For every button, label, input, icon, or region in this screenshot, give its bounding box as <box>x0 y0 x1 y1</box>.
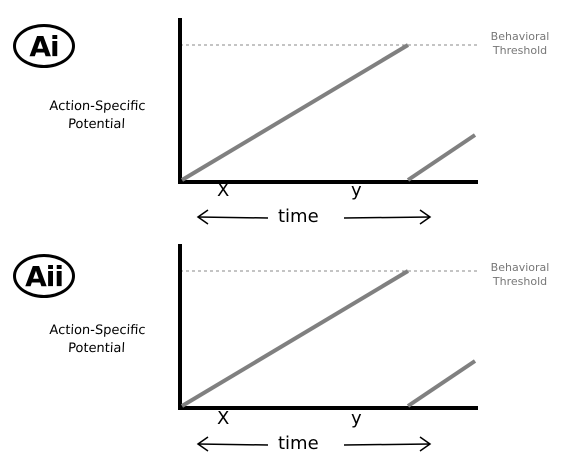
ramp-line-main <box>180 269 410 408</box>
threshold-label-line1: Behavioral <box>490 261 550 274</box>
time-axis-label: time <box>278 433 319 454</box>
time-arrow <box>196 436 432 452</box>
threshold-label-line2: Threshold <box>492 44 548 57</box>
panel-label-badge: Ai <box>13 24 75 68</box>
panel-ai: Ai Action-Specific Potential Behavioral … <box>0 0 578 236</box>
ramp-line-main <box>180 43 410 182</box>
threshold-label: Behavioral Threshold <box>470 261 570 289</box>
ramp-line-second <box>406 359 477 408</box>
panel-aii: Aii Action-Specific Potential Behavioral… <box>0 236 578 472</box>
plot-area <box>178 18 478 225</box>
threshold-label: Behavioral Threshold <box>470 30 570 58</box>
ramp-line-second <box>406 133 477 182</box>
tick-label-y: y <box>351 408 362 429</box>
threshold-label-line2: Threshold <box>492 275 548 288</box>
time-arrow <box>196 209 432 225</box>
panel-label-badge: Aii <box>13 254 75 298</box>
plot-area <box>178 244 478 452</box>
tick-label-x: X <box>217 408 230 429</box>
tick-label-x: X <box>217 180 230 201</box>
tick-label-y: y <box>351 180 362 201</box>
time-axis-label: time <box>278 206 319 227</box>
threshold-label-line1: Behavioral <box>490 30 550 43</box>
